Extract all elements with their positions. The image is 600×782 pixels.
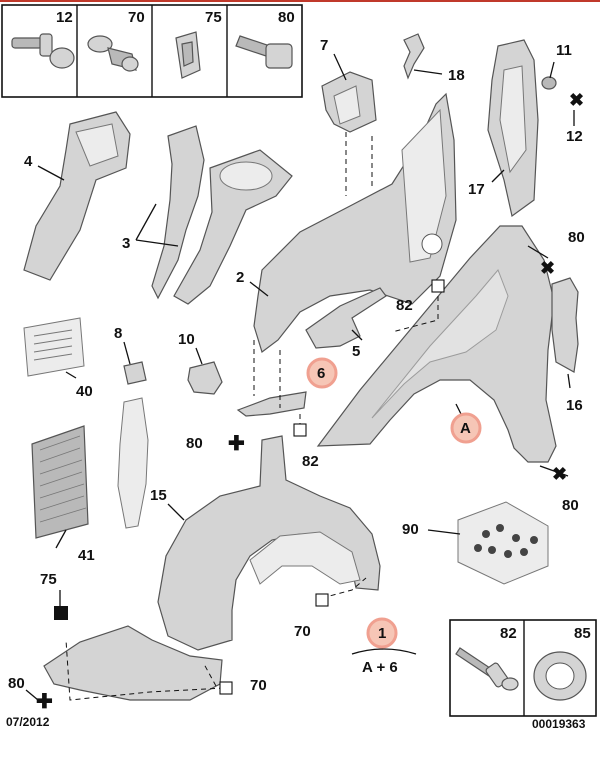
label-41: 41: [78, 547, 95, 564]
highlight-a: [450, 412, 482, 444]
label-75: 75: [40, 571, 57, 588]
part-6-bracket: [236, 391, 307, 417]
cross-marker-80c-icon: ✖: [552, 464, 567, 484]
top-callout-80: 80: [278, 9, 295, 26]
label-18: 18: [448, 67, 465, 84]
stud-12-icon: [11, 33, 75, 69]
grommet-85-icon: [533, 651, 587, 701]
part-15-wheelarch-liner: [157, 435, 381, 651]
clip-70-icon: [87, 35, 139, 72]
top-callout-75: 75: [205, 9, 222, 26]
footer-date: 07/2012: [6, 715, 50, 729]
label-8: 8: [114, 325, 122, 342]
part-3-rail: [151, 125, 205, 300]
part-3-tower-top: [219, 161, 273, 191]
label-80a: 80: [568, 229, 585, 246]
label-a-plus-6: A + 6: [362, 659, 398, 676]
label-82b: 82: [302, 453, 319, 470]
label-7: 7: [320, 37, 328, 54]
label-82a: 82: [396, 297, 413, 314]
part-lower-shield: [43, 625, 223, 701]
label-12: 12: [566, 128, 583, 145]
plus-marker-80a-icon: ✚: [228, 433, 245, 455]
label-17: 17: [468, 181, 485, 198]
part-8-clip: [123, 361, 147, 385]
label-1: 1: [378, 625, 386, 642]
label-5: 5: [352, 343, 360, 360]
label-40: 40: [76, 383, 93, 400]
part-2-inner-panel: [253, 92, 457, 353]
label-70a: 70: [294, 623, 311, 640]
bottom-callout-82: 82: [500, 625, 517, 642]
top-fastener-box: 12 70 75 80: [1, 4, 303, 98]
label-70b: 70: [250, 677, 267, 694]
part-75-marker-icon: [54, 606, 68, 620]
highlight-1: [366, 617, 398, 649]
label-80c: 80: [562, 497, 579, 514]
part-17-inner: [499, 65, 527, 174]
part-3-tower: [173, 149, 293, 305]
label-3: 3: [122, 235, 130, 252]
part-15-inner: [249, 531, 361, 585]
cross-marker-80b-icon: ✖: [540, 258, 555, 278]
label-6: 6: [317, 365, 325, 382]
top-callout-70: 70: [128, 9, 145, 26]
part-5-strip: [305, 287, 387, 349]
part-11-nut: [541, 76, 557, 90]
label-90: 90: [402, 521, 419, 538]
part-2-hole: [421, 233, 443, 255]
part-12-cross-icon: ✖: [569, 90, 584, 110]
label-15: 15: [150, 487, 167, 504]
plus-marker-80d-icon: ✚: [36, 691, 53, 713]
label-4: 4: [24, 153, 33, 170]
ref-square-70a: [315, 593, 329, 607]
part-4-face: [75, 123, 119, 167]
leader-lines: [25, 53, 575, 701]
bottom-fastener-box: 82 85: [449, 619, 597, 717]
highlight-6: [306, 357, 338, 389]
label-80d: 80: [8, 675, 25, 692]
bolt-80-icon: [235, 35, 293, 69]
label-11: 11: [556, 42, 572, 59]
part-40-label: [23, 317, 85, 377]
part-18-clip: [403, 33, 425, 80]
stud-82-icon: [455, 647, 519, 691]
part-16-liner: [551, 277, 579, 373]
ref-square-82b: [293, 423, 307, 437]
part-strut: [117, 397, 149, 529]
footer-ref: 00019363: [532, 717, 586, 731]
part-90-kit: [457, 501, 549, 585]
ref-square-70b: [219, 681, 233, 695]
part-41-mesh: [31, 425, 89, 539]
ref-square-82a: [431, 279, 445, 293]
clip-75-icon: [175, 31, 201, 79]
label-a: A: [460, 420, 471, 437]
part-2-detail: [401, 108, 447, 263]
label-80b: 80: [186, 435, 203, 452]
part-7-face: [333, 85, 361, 125]
top-callout-12: 12: [56, 9, 73, 26]
label-16: 16: [566, 397, 583, 414]
label-2: 2: [236, 269, 244, 286]
part-10-bracket: [187, 361, 223, 395]
part-a-fender-hl: [371, 269, 509, 419]
label-10: 10: [178, 331, 195, 348]
bottom-callout-85: 85: [574, 625, 591, 642]
